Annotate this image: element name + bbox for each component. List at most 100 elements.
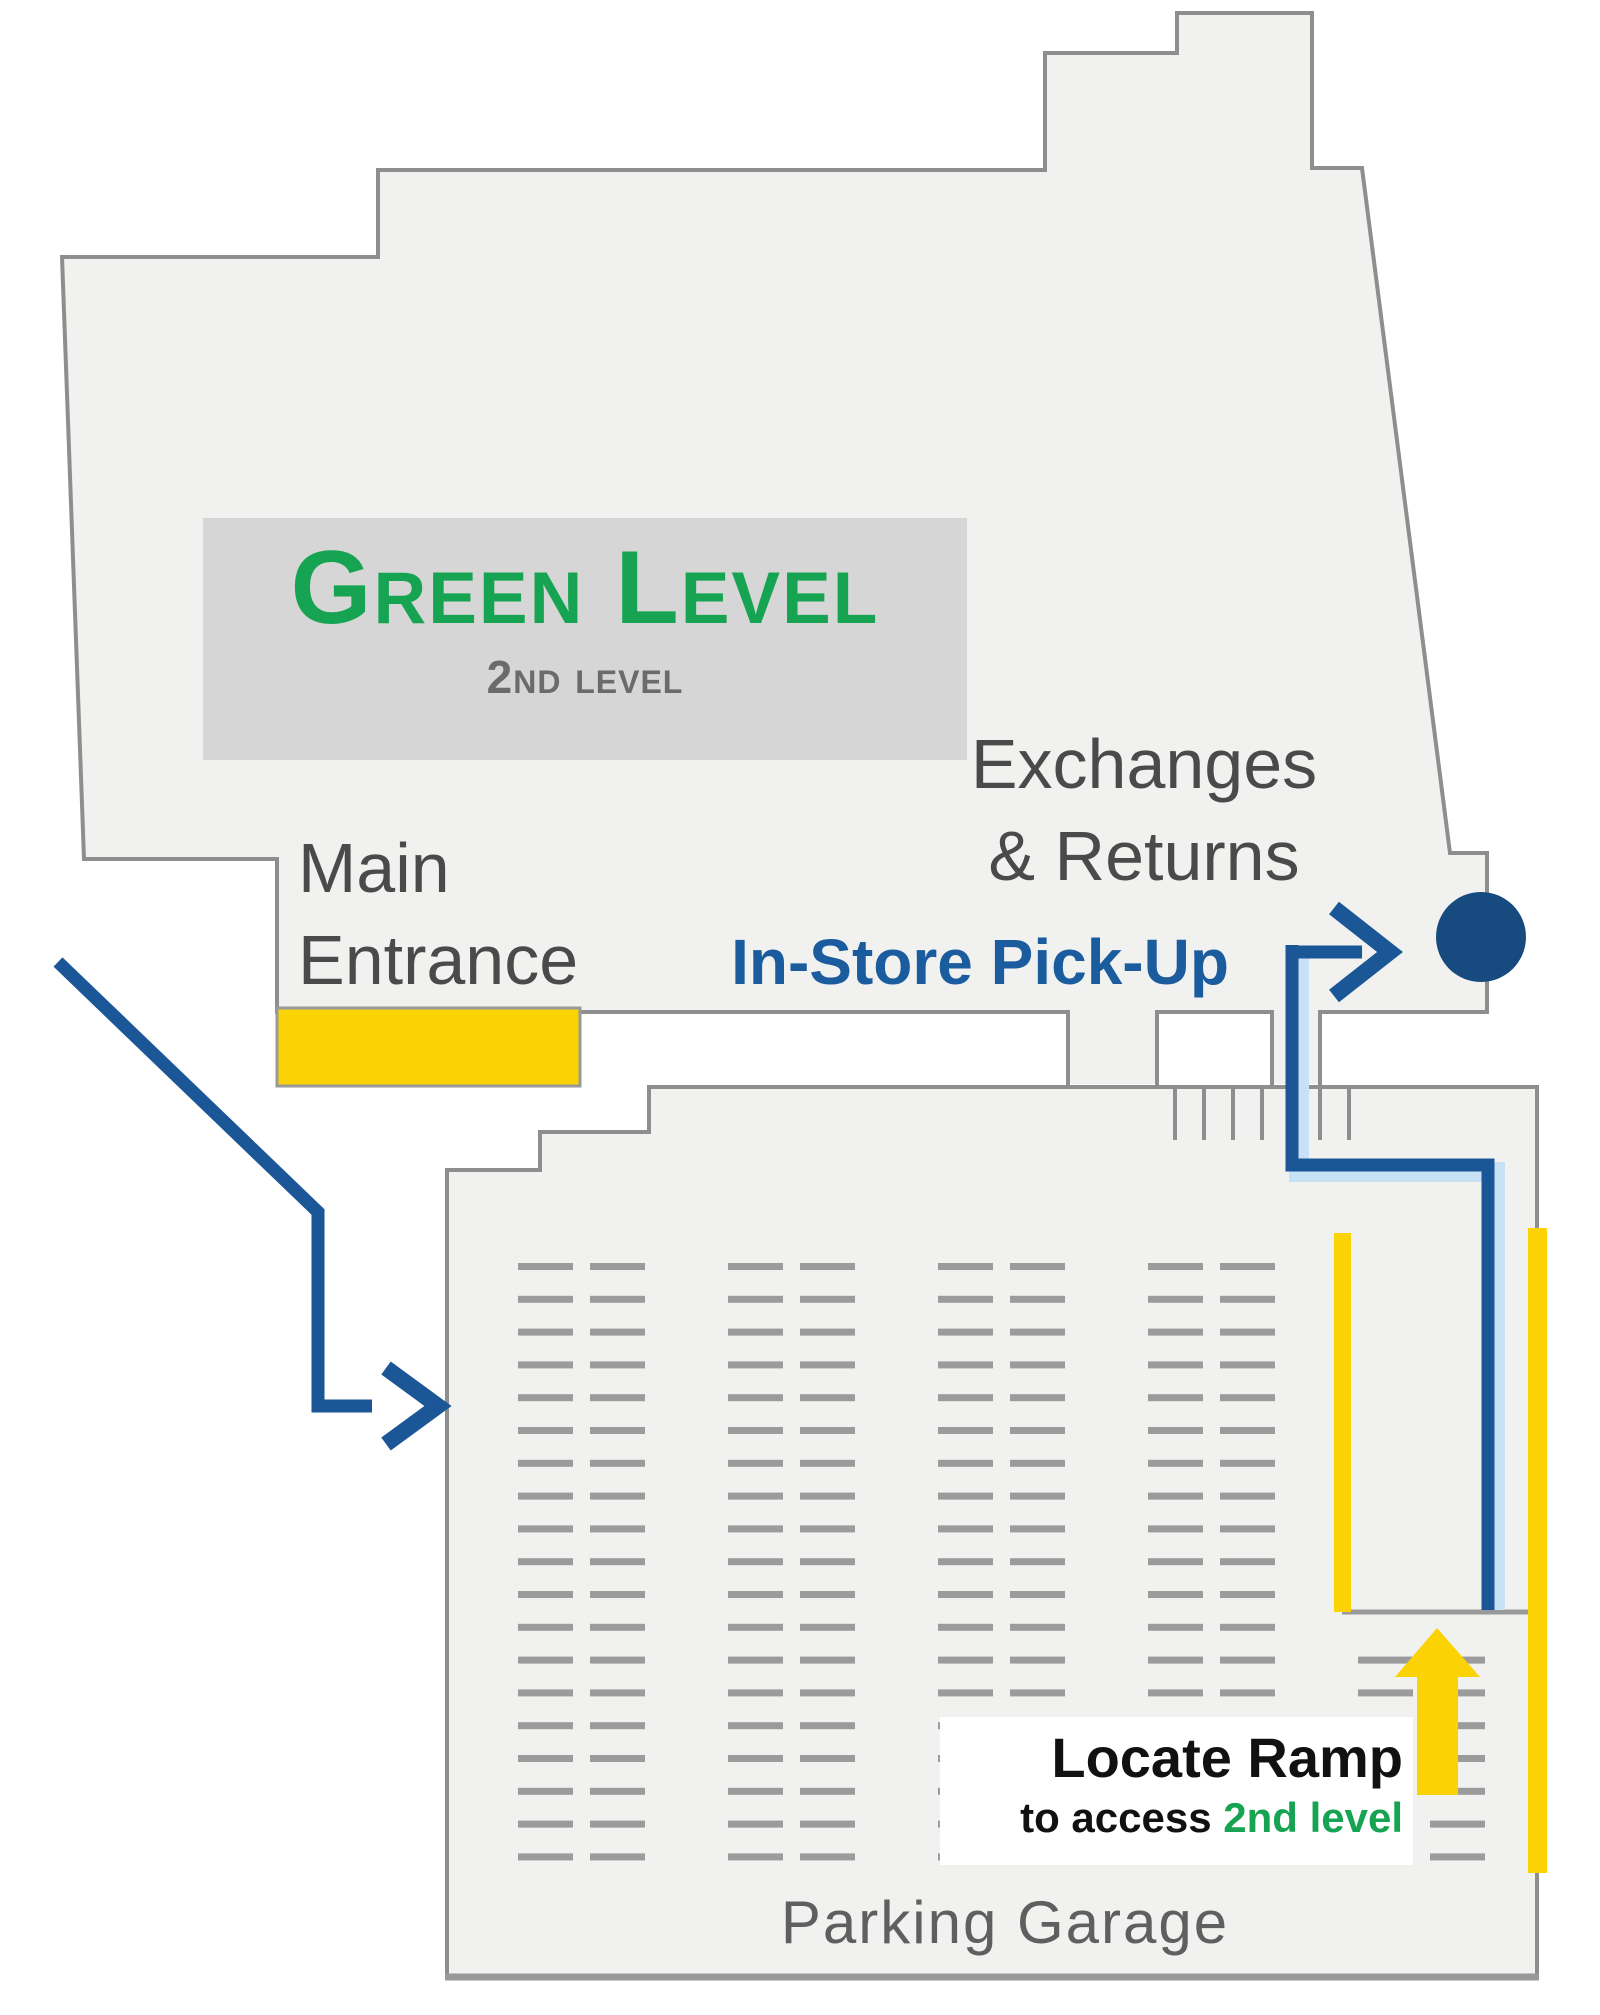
parking-space-dash [1010,1558,1065,1566]
parking-space-dash [800,1328,855,1336]
parking-space-dash [1148,1623,1203,1631]
parking-space-dash [1010,1263,1065,1270]
parking-space-dash [1148,1492,1203,1500]
parking-space-dash [518,1525,573,1533]
parking-space-dash [938,1394,993,1402]
parking-space-dash [1010,1525,1065,1533]
level-subtitle: 2nd level [486,651,684,703]
parking-space-dash [590,1525,645,1533]
parking-space-dash [800,1459,855,1467]
parking-garage-label: Parking Garage [780,1889,1230,1956]
parking-space-dash [590,1722,645,1730]
level-title-box: Green Level 2nd level [203,518,967,760]
parking-space-dash [1220,1295,1275,1303]
parking-space-dash [1430,1820,1485,1828]
parking-space-dash [518,1328,573,1336]
walking-route-arrowhead-icon [1329,901,1403,1003]
parking-space-dash [1010,1656,1065,1664]
parking-space-dash [800,1558,855,1566]
parking-space-dash [728,1427,783,1434]
parking-space-dash [590,1328,645,1336]
pickup-point-dot-icon [1436,892,1526,982]
parking-space-dash [518,1787,573,1795]
walking-route-halo [1289,950,1505,1610]
parking-space-dash [590,1459,645,1467]
parking-space-dash [590,1656,645,1664]
parking-space-dash [728,1263,783,1270]
parking-space-dash [800,1853,855,1861]
locate-ramp-subtitle-prefix: to access [1020,1794,1224,1841]
main-entrance-label: Main Entrance [298,829,579,999]
parking-space-dash [1148,1361,1203,1369]
parking-space-dash [518,1459,573,1467]
parking-space-dash [800,1787,855,1795]
parking-space-dash [800,1427,855,1434]
parking-space-dash [518,1394,573,1402]
parking-space-dash [1010,1361,1065,1369]
parking-space-dash [1010,1591,1065,1598]
parking-space-dash [938,1623,993,1631]
parking-space-dash [938,1295,993,1303]
parking-space-dash [1220,1459,1275,1467]
parking-space-dash [518,1361,573,1369]
parking-space-dash [518,1853,573,1861]
driving-route [53,957,452,1451]
parking-space-dash [518,1427,573,1434]
parking-space-dash [518,1263,573,1270]
parking-space-dash [590,1394,645,1402]
parking-space-dash [590,1853,645,1861]
driving-route-line [53,957,372,1413]
parking-space-dash [800,1591,855,1598]
parking-space-dash [728,1787,783,1795]
parking-space-dash [518,1295,573,1303]
exchanges-returns-label: Exchanges & Returns [970,725,1318,895]
parking-space-dash [1010,1492,1065,1500]
parking-space-dash [800,1525,855,1533]
parking-space-dash [518,1558,573,1566]
parking-space-dash [590,1689,645,1697]
parking-space-dash [1220,1427,1275,1434]
parking-space-dash [1430,1853,1485,1861]
parking-space-dash [1220,1656,1275,1664]
parking-space-dash [518,1755,573,1762]
parking-space-dash [728,1656,783,1664]
parking-space-dash [1148,1558,1203,1566]
parking-space-dash [728,1722,783,1730]
parking-space-dash [938,1427,993,1434]
parking-space-dash [1010,1427,1065,1434]
ramp-up-arrow-icon [1395,1628,1480,1795]
parking-space-dash [1010,1689,1065,1697]
parking-space-dash [800,1656,855,1664]
parking-space-dash [518,1820,573,1828]
parking-space-dash [1148,1689,1203,1697]
corridor-walls [1066,1012,1322,1086]
parking-space-dash [1220,1558,1275,1566]
parking-space-dash [728,1591,783,1598]
level-title: Green Level [290,530,880,646]
locate-ramp-subtitle-highlight: 2nd level [1223,1794,1403,1841]
parking-space-dash [1010,1328,1065,1336]
walking-route [1285,901,1505,1610]
parking-space-dash [518,1689,573,1697]
parking-space-dash [1148,1459,1203,1467]
parking-space-dash [800,1689,855,1697]
parking-space-dash [1148,1427,1203,1434]
parking-space-dash [1220,1623,1275,1631]
parking-space-dash [938,1525,993,1533]
parking-space-dash [938,1689,993,1697]
parking-space-dash [728,1525,783,1533]
parking-space-dash [800,1492,855,1500]
parking-space-dash [800,1722,855,1730]
parking-space-dash [938,1263,993,1270]
parking-space-dash [518,1492,573,1500]
parking-space-dash [590,1623,645,1631]
parking-space-dash [1010,1394,1065,1402]
parking-space-dash [728,1820,783,1828]
parking-space-dash [728,1853,783,1861]
parking-space-dash [1220,1689,1275,1697]
parking-space-dash [590,1295,645,1303]
walking-route-line [1285,945,1495,1610]
parking-space-dash [1010,1623,1065,1631]
parking-space-dash [590,1427,645,1434]
parking-space-dash [590,1820,645,1828]
